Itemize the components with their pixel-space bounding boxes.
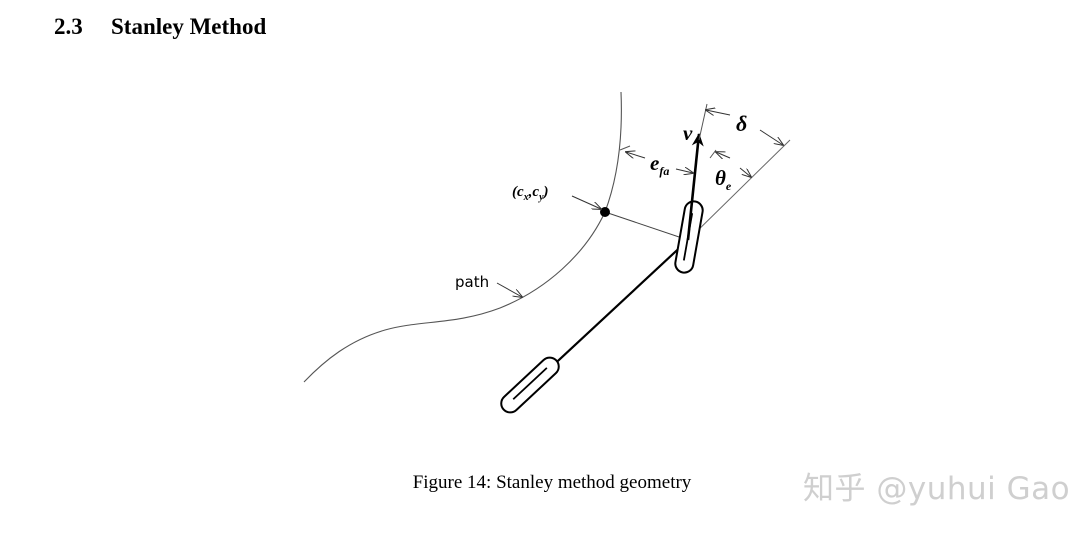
path-leader-line [496,282,522,297]
theta-dimension-left [716,152,731,158]
theta-dimension-right [739,167,751,177]
path-curve [303,91,622,383]
theta-label: θe [715,166,732,193]
error-dimension-right [675,169,693,173]
nearest-point-dot [600,207,610,217]
path-heading-line [687,139,791,241]
theta-ref-line [709,149,717,159]
vehicle-body-line [531,239,689,386]
delta-label: δ [736,111,747,136]
wheel-heading-extension [698,103,708,141]
path-label: path [455,273,489,291]
velocity-label: v [683,121,693,145]
error-dimension-left [626,152,646,158]
figure-caption: Figure 14: Stanley method geometry [412,472,692,493]
delta-dimension-right [759,129,783,145]
delta-dimension-left [706,110,731,115]
section-heading: 2.3 Stanley Method [54,14,266,40]
section-number: 2.3 [54,14,83,39]
section-title: Stanley Method [111,14,267,39]
point-label: (cx,cy) [512,184,549,203]
error-label: efa [650,151,669,178]
watermark: 知乎 @yuhui Gao [803,471,1071,507]
point-leader-line [571,195,601,209]
error-ref-line-left [619,145,631,151]
velocity-arrow [686,133,704,241]
cross-track-line [604,211,689,241]
rear-wheel [500,356,560,414]
